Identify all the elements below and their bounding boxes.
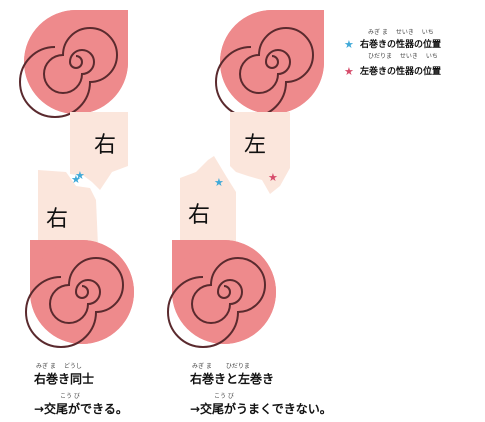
legend-ruby-2: ひだりま せいき いち bbox=[368, 53, 438, 60]
legend-item-2: 左巻きの性器の位置 bbox=[359, 65, 441, 77]
right-coil-star-icon: ★ bbox=[75, 169, 85, 182]
caption-right-line2: →交尾がうまくできない。 bbox=[190, 401, 332, 416]
caption-right-line1: 右巻きと左巻き bbox=[189, 371, 274, 386]
caption-left-ruby: みぎ ま どうし bbox=[36, 362, 82, 370]
caption-left-ruby-2: こう び bbox=[60, 392, 80, 400]
right-lower-label: 右 bbox=[188, 203, 210, 228]
spiral-icon bbox=[167, 257, 266, 348]
left-upper-shell bbox=[19, 10, 128, 118]
blue-star-icon: ★ bbox=[344, 38, 354, 51]
spiral-icon bbox=[25, 257, 124, 348]
right-upper-body: 左 bbox=[230, 112, 290, 194]
caption-right-ruby: みぎ ま ひだりま bbox=[192, 362, 250, 370]
legend-ruby-1: みぎ ま せいき いち bbox=[368, 28, 434, 36]
left-coil-star-icon: ★ bbox=[268, 171, 278, 184]
left-lower-label: 右 bbox=[46, 207, 68, 232]
spiral-icon bbox=[19, 27, 118, 118]
caption-left-line1: 右巻き同士 bbox=[33, 371, 94, 386]
right-coil-star-icon: ★ bbox=[71, 173, 81, 186]
caption-right-ruby-2: こう び bbox=[214, 392, 234, 400]
caption-left-line2: →交尾ができる。 bbox=[34, 401, 128, 416]
right-upper-shell bbox=[215, 10, 324, 118]
caption-right: みぎ ま ひだりま 右巻きと左巻き こう び →交尾がうまくできない。 bbox=[189, 362, 332, 416]
left-upper-body: 右 bbox=[70, 112, 128, 190]
right-lower-body: 右 bbox=[180, 156, 236, 246]
left-lower-shell bbox=[25, 240, 134, 348]
right-upper-label: 左 bbox=[244, 133, 266, 158]
legend: みぎ ま せいき いち ★ 右巻きの性器の位置 ひだりま せいき いち ★ 左巻… bbox=[344, 28, 441, 78]
right-coil-star-icon: ★ bbox=[214, 176, 224, 189]
legend-item-1: 右巻きの性器の位置 bbox=[359, 38, 441, 50]
caption-left: みぎ ま どうし 右巻き同士 こう び →交尾ができる。 bbox=[33, 362, 128, 416]
left-lower-body: 右 bbox=[38, 170, 98, 246]
right-lower-shell bbox=[167, 240, 276, 348]
left-upper-label: 右 bbox=[94, 133, 116, 158]
red-star-icon: ★ bbox=[344, 65, 354, 78]
